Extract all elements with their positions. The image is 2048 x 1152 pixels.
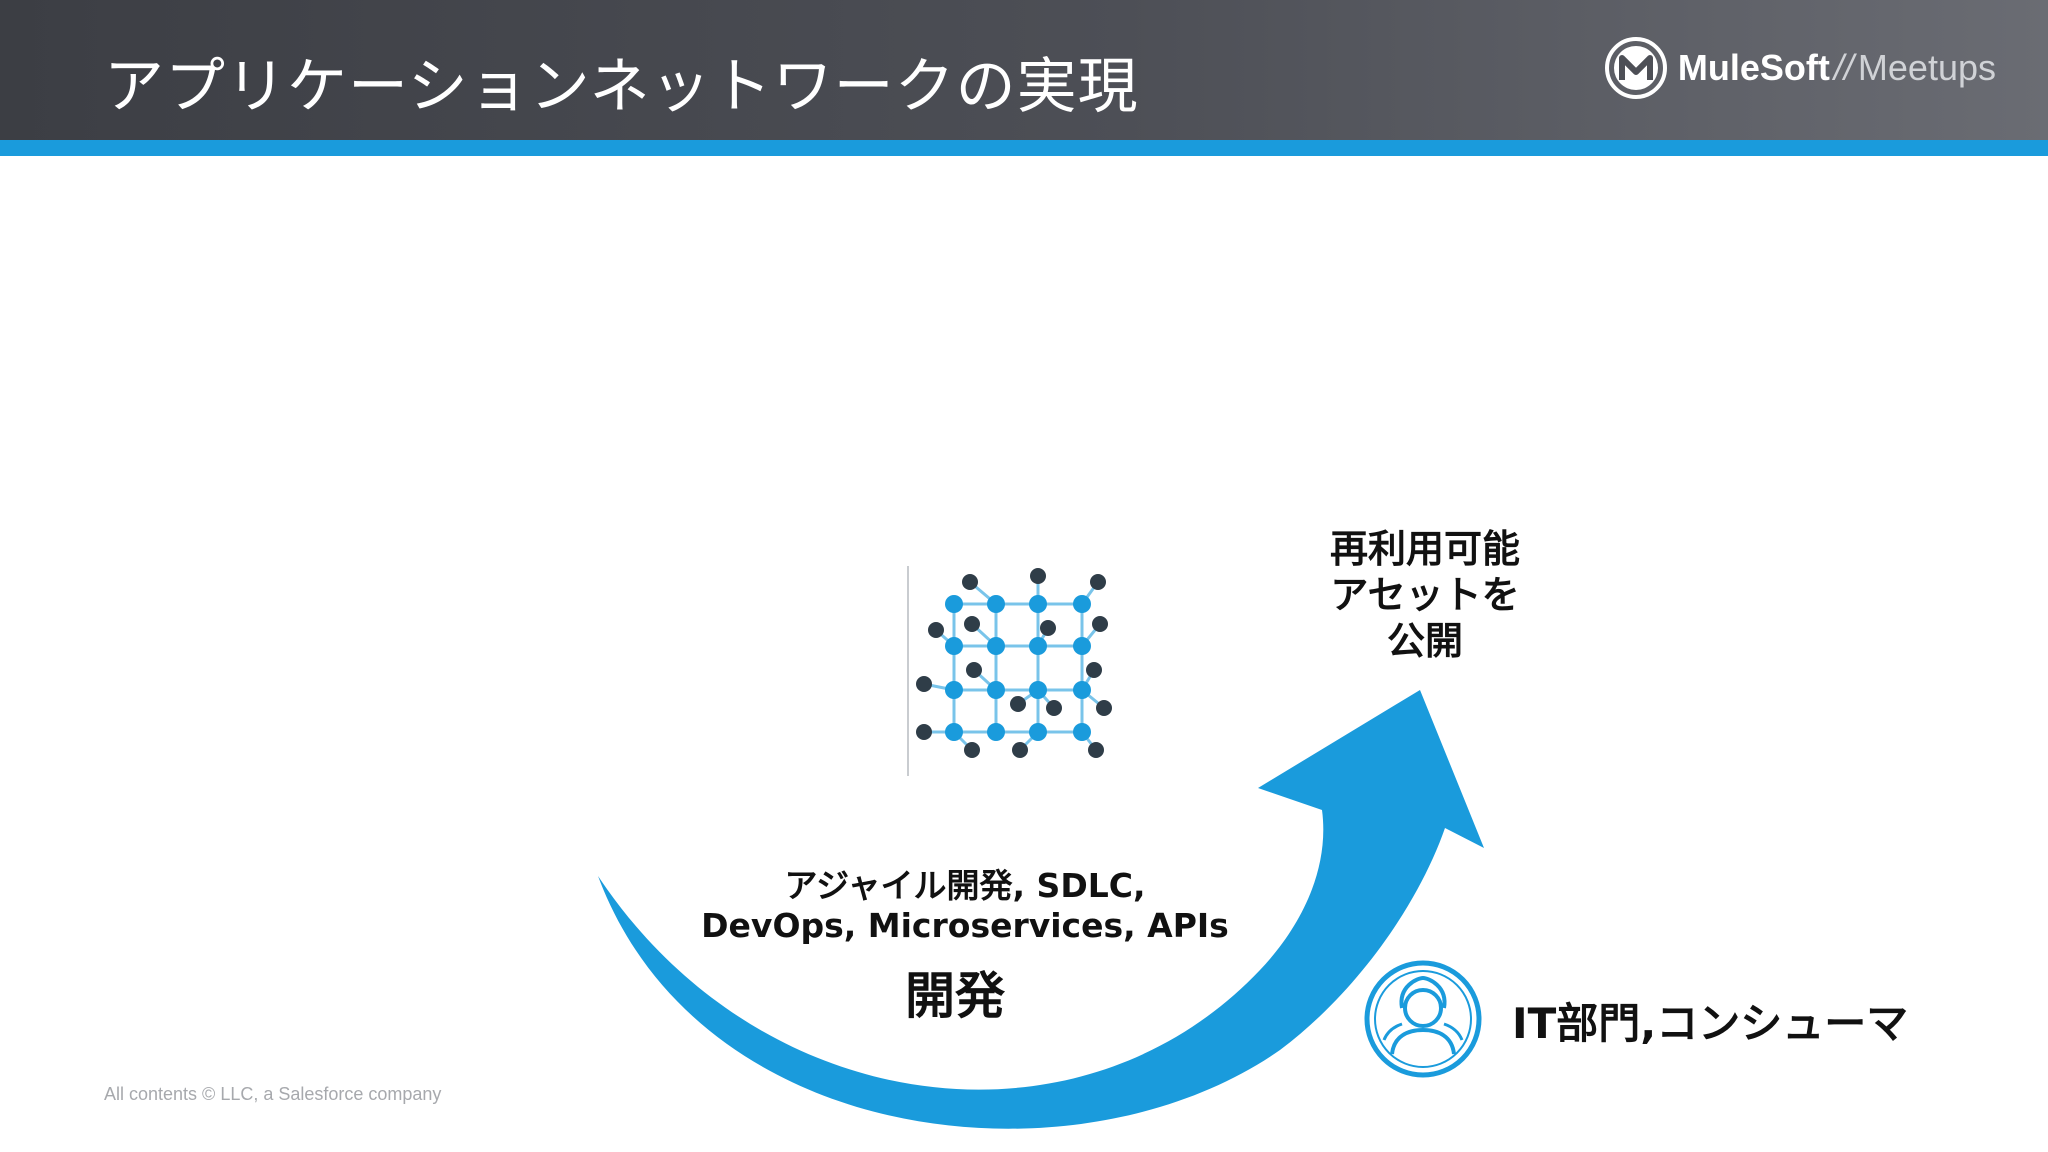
logo-brand: MuleSoft <box>1677 47 1830 88</box>
logo-separator: // <box>1833 47 1854 88</box>
mulesoft-meetups-logo: MuleSoft//Meetups <box>1604 34 1996 102</box>
consumer-label: IT部門,コンシューマ <box>1512 999 1909 1048</box>
reuse-assets-label: 再利用可能 アセットを 公開 <box>1280 526 1570 664</box>
reuse-line-2: アセットを <box>1330 573 1520 617</box>
development-label: 開発 <box>905 967 1005 1025</box>
mulesoft-logo-icon <box>1604 37 1667 99</box>
logo-suffix: Meetups <box>1857 47 1996 88</box>
application-network-icon <box>907 566 1112 776</box>
dev-methods-line-1: アジャイル開発, SDLC, <box>784 866 1146 905</box>
dev-methods-line-2: DevOps, Microservices, APIs <box>701 906 1229 945</box>
header-accent-bar <box>0 140 2048 156</box>
reuse-line-3: 公開 <box>1386 619 1463 663</box>
footer-copyright: All contents © LLC, a Salesforce company <box>104 1084 442 1104</box>
reuse-line-1: 再利用可能 <box>1329 527 1520 571</box>
development-methods-label: アジャイル開発, SDLC, DevOps, Microservices, AP… <box>700 866 1230 946</box>
curved-arrow-shape <box>598 690 1484 1129</box>
header: アプリケーションネットワークの実現 MuleSoft//Meetups <box>0 0 2048 140</box>
users-group-icon <box>1364 960 1482 1078</box>
page-title: アプリケーションネットワークの実現 <box>104 52 1139 122</box>
